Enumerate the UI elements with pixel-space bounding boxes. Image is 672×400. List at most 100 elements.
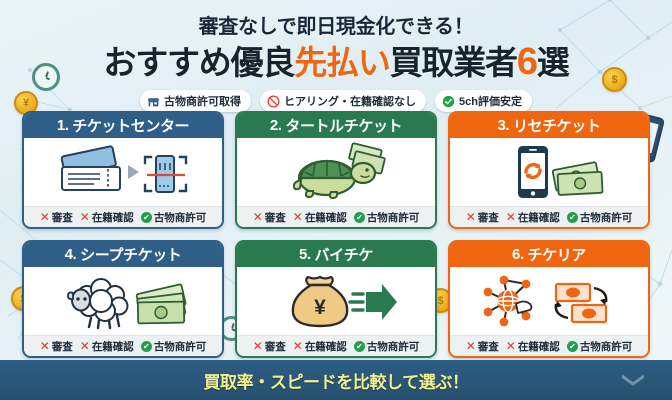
card-header-5: 5. バイチケ [237,242,435,267]
check-icon: ✔ [353,340,365,352]
card-header-6: 6. チケリア [450,242,648,267]
stat-screening-2: ✕審査 [253,210,286,225]
provider-card-6[interactable]: 6. チケリア [448,240,650,358]
badge-label: 5ch評価安定 [459,96,522,109]
check-circle-icon [442,95,455,108]
provider-card-2[interactable]: 2. タートルチケット [235,111,437,229]
stat-screening-1: ✕審査 [40,210,73,225]
badge-row: 古物商許可取得 ヒアリング・在籍確認なし 5ch評価安定 [0,90,672,113]
card-rank-5: 5. [299,246,311,263]
stat-screening-6: ✕審査 [466,339,499,354]
check-icon: ✔ [566,211,578,223]
provider-card-5[interactable]: 5. バイチケ ¥ ✕審査 ✕在籍確認 ✔古物商許可 [235,240,437,358]
card-body-5: ¥ [237,267,435,335]
stat-label: 古物商許可 [153,211,207,224]
header-kicker: 審査なしで即日現金化できる！ [198,16,474,38]
provider-card-4[interactable]: 4. シープチケット [22,240,224,358]
svg-text:¥: ¥ [314,296,326,319]
stat-label: 古物商許可 [366,340,420,353]
stat-employment-1: ✕在籍確認 [80,210,134,225]
footer-bar: 買取率・スピードを比較して選ぶ！ [0,360,672,400]
stat-label: 在籍確認 [91,340,134,353]
card-name-6: チケリア [527,247,587,264]
card-name-5: バイチケ [314,247,374,264]
check-icon: ✔ [140,340,152,352]
card-name-4: シープチケット [80,247,182,264]
x-icon: ✕ [39,210,50,224]
provider-card-grid: 1. チケットセンター [22,111,650,358]
provider-card-3[interactable]: 3. リセチケット [448,111,650,229]
network-exchange-icon [483,275,608,327]
stat-label: 審査 [477,211,499,224]
card-footer-4: ✕審査 ✕在籍確認 ✔古物商許可 [24,335,222,356]
card-name-2: タートルチケット [285,118,403,135]
card-body-2 [237,138,435,206]
stat-employment-5: ✕在籍確認 [293,339,347,354]
check-icon: ✔ [140,211,152,223]
card-header-1: 1. チケットセンター [24,113,222,138]
stat-screening-4: ✕審査 [40,339,73,354]
card-rank-1: 1. [56,117,69,134]
card-rank-6: 6. [512,246,524,263]
stat-label: 審査 [477,340,499,353]
x-icon: ✕ [39,339,50,353]
card-body-3 [450,138,648,206]
check-icon: ✔ [566,340,578,352]
x-icon: ✕ [292,339,303,353]
stat-license-1: ✔古物商許可 [140,210,207,225]
stat-label: 古物商許可 [366,211,420,224]
card-footer-3: ✕審査 ✕在籍確認 ✔古物商許可 [450,206,648,227]
badge-no-hearing-check: ヒアリング・在籍確認なし [260,90,427,113]
x-icon: ✕ [79,210,90,224]
footer-text: 買取率・スピードを比較して選ぶ！ [203,372,469,392]
card-footer-2: ✕審査 ✕在籍確認 ✔古物商許可 [237,206,435,227]
stat-license-4: ✔古物商許可 [140,339,207,354]
stat-label: 古物商許可 [153,340,207,353]
chevron-decor-icon [622,374,644,386]
clock-icon-decor-top-left [32,63,60,91]
title-part-1: おすすめ優良 [103,44,295,81]
stat-employment-6: ✕在籍確認 [506,339,560,354]
stat-screening-5: ✕審査 [253,339,286,354]
title-part-3: 選 [536,44,570,81]
store-icon [147,95,160,108]
stat-label: 古物商許可 [579,340,633,353]
stat-employment-3: ✕在籍確認 [506,210,560,225]
x-icon: ✕ [505,210,516,224]
x-icon: ✕ [252,210,263,224]
x-icon: ✕ [465,339,476,353]
stat-label: 在籍確認 [91,211,134,224]
x-icon: ✕ [465,210,476,224]
stat-license-6: ✔古物商許可 [566,339,633,354]
card-header-3: 3. リセチケット [450,113,648,138]
stat-label: 審査 [51,340,73,353]
x-icon: ✕ [292,210,303,224]
stat-label: 審査 [264,340,286,353]
no-entry-icon [267,95,280,108]
x-icon: ✕ [505,339,516,353]
card-footer-1: ✕審査 ✕在籍確認 ✔古物商許可 [24,206,222,227]
stat-label: 審査 [51,211,73,224]
ticket-scan-icon [60,145,188,193]
card-body-1 [24,138,222,206]
sheep-cash-icon [67,278,187,330]
title-number: 6 [516,41,538,83]
card-body-6 [450,267,648,335]
card-header-2: 2. タートルチケット [237,113,435,138]
provider-card-1[interactable]: 1. チケットセンター [22,111,224,229]
card-footer-6: ✕審査 ✕在籍確認 ✔古物商許可 [450,335,648,356]
stat-employment-4: ✕在籍確認 [80,339,134,354]
stat-license-5: ✔古物商許可 [353,339,420,354]
stat-label: 審査 [264,211,286,224]
page-title: おすすめ優良先払い買取業者6選 [0,41,672,83]
stat-license-3: ✔古物商許可 [566,210,632,225]
card-name-3: リセチケット [512,118,601,135]
stat-employment-2: ✕在籍確認 [293,210,347,225]
card-name-1: チケットセンター [72,118,190,135]
card-body-4 [24,267,222,335]
stat-screening-3: ✕審査 [466,210,499,225]
phone-cash-icon [518,146,604,198]
stat-license-2: ✔古物商許可 [353,210,420,225]
card-rank-2: 2. [269,117,282,134]
